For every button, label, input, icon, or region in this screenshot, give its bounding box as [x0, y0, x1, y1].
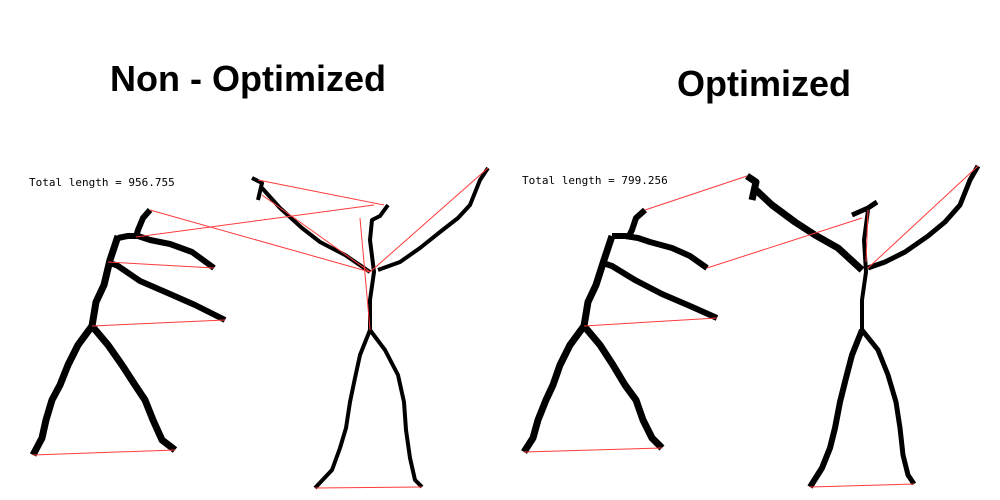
right-figure-a-stroke-4 [580, 234, 616, 327]
panel-title-non-optimized: Non - Optimized [110, 58, 386, 99]
left-figure-a-stroke-1 [133, 208, 153, 238]
right-figure-a-stroke-1 [625, 207, 647, 240]
left-travel-line-1 [32, 449, 176, 456]
right-travel-line-3 [644, 175, 748, 211]
right-travel-line-4 [706, 217, 863, 269]
right-figure-b-stroke-5 [860, 209, 870, 330]
right-figure-a-stroke-6 [581, 323, 665, 451]
right-travel-line-1 [523, 447, 663, 453]
right-figure-a-stroke-3 [599, 259, 719, 321]
left-figure-a-stroke-2 [117, 233, 216, 271]
left-figure-a-stroke-5 [29, 323, 95, 457]
right-travel-line-6 [867, 165, 979, 269]
optimized-panel [521, 164, 981, 489]
left-figure-b-stroke-2 [260, 186, 372, 274]
right-figure-b-stroke-6 [807, 328, 865, 489]
right-travel-line-7 [809, 483, 915, 488]
left-travel-line-10 [314, 486, 423, 489]
left-travel-line-6 [257, 179, 385, 206]
right-figure-b-stroke-1 [745, 173, 760, 201]
left-figure-b-stroke-6 [368, 328, 424, 489]
left-figure-b-stroke-3 [377, 166, 490, 272]
left-travel-line-7 [261, 194, 371, 273]
right-figure-b-stroke-4 [850, 199, 879, 218]
right-figure-b-stroke-2 [753, 187, 865, 273]
left-travel-line-5 [135, 204, 375, 238]
total-length-non-optimized: Total length = 956.755 [29, 176, 175, 189]
left-travel-line-8 [359, 217, 371, 331]
left-travel-line-9 [369, 167, 489, 273]
right-figure-a-stroke-5 [521, 323, 587, 454]
panel-title-optimized: Optimized [677, 63, 852, 104]
left-figure-a-stroke-6 [89, 323, 178, 453]
right-travel-line-2 [583, 317, 718, 327]
left-figure-b-stroke-1 [251, 176, 264, 201]
left-figure-b-stroke-5 [313, 329, 372, 490]
left-travel-line-3 [107, 261, 215, 269]
left-figure-a-stroke-3 [106, 259, 227, 323]
left-figure-a-stroke-4 [88, 234, 122, 327]
non-optimized-panel [29, 166, 490, 490]
right-figure-b-stroke-3 [867, 164, 981, 271]
total-length-optimized: Total length = 799.256 [522, 174, 668, 187]
right-travel-line-5 [865, 209, 869, 263]
right-figure-a-stroke-2 [612, 233, 709, 271]
left-figure-b-stroke-4 [368, 203, 390, 330]
left-travel-line-4 [149, 209, 371, 273]
left-travel-line-2 [91, 319, 226, 327]
right-figure-b-stroke-7 [860, 328, 917, 486]
